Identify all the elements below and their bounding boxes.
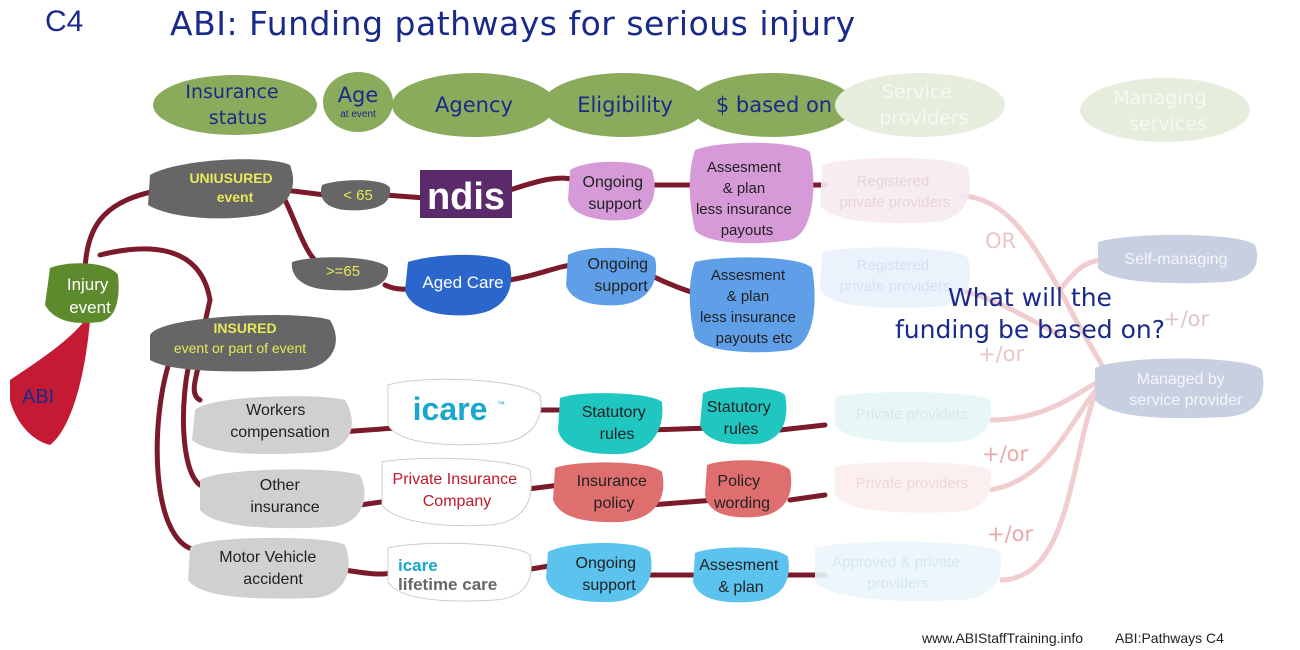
svg-text:$ based on: $ based on (716, 93, 832, 117)
workers-comp-shape (192, 396, 352, 455)
eligibility-other-shape (553, 462, 664, 523)
question-line-2: funding be based on? (895, 315, 1165, 344)
based-on-ndis-label: Assesment & plan less insurance payouts (696, 159, 796, 239)
provider-workers-label: Private providers (856, 406, 969, 423)
based-on-aged-shape (689, 257, 815, 353)
and-or-label-1: +/or (1163, 307, 1210, 331)
uninsured-label: UNIUSURED event (189, 170, 276, 205)
based-on-workers-label: Statutory rules (707, 399, 775, 438)
eligibility-motor-label: Ongoing support (576, 555, 641, 594)
provider-motor-label: Approved & private providers (832, 554, 964, 592)
other-insurance-label: Other insurance (250, 477, 319, 516)
injury-event-label: Injury event (67, 275, 113, 317)
private-insurer-shape (381, 457, 532, 527)
managed-by-provider-shape (1095, 358, 1264, 419)
header-agency (392, 73, 556, 137)
provider-ndis-shape (820, 157, 971, 224)
based-on-other-label: Policy wording (713, 473, 770, 512)
header-insurance-status (153, 75, 317, 135)
ndis-logo (420, 170, 512, 218)
based-on-workers-shape (700, 387, 787, 445)
or-label: OR (985, 229, 1016, 253)
provider-workers-shape (835, 392, 992, 443)
provider-ndis-label: Registered private providers (840, 173, 951, 211)
page-title: ABI: Funding pathways for serious injury (170, 4, 856, 43)
under-65-label: < 65 (343, 187, 373, 204)
under-65-shape (320, 180, 391, 211)
self-managing-shape (1098, 234, 1258, 284)
based-on-ndis-shape (689, 142, 814, 244)
based-on-other-shape (705, 460, 792, 518)
svg-text:Agency: Agency (435, 93, 513, 117)
over-65-shape (291, 257, 389, 291)
based-on-aged-label: Assesment & plan less insurance payouts … (700, 267, 800, 347)
eligibility-motor-shape (546, 543, 652, 603)
eligibility-aged-label: Ongoing support (588, 256, 653, 295)
insured-label: INSURED event or part of event (174, 320, 306, 356)
based-on-motor-label: Assesment & plan (699, 557, 783, 596)
eligibility-ndis-label: Ongoing support (583, 174, 648, 213)
based-on-motor-shape (693, 547, 789, 603)
managed-by-provider-label: Managed by service provider (1130, 371, 1244, 409)
icare-lifetime-bottom: lifetime care (398, 575, 497, 594)
footer-ref: ABI:Pathways C4 (1115, 630, 1224, 646)
provider-aged-label: Registered private providers (840, 257, 951, 295)
eligibility-workers-label: Statutory rules (582, 404, 650, 443)
svg-text:Managing services: Managing services (1113, 87, 1212, 135)
header-managing-services (1080, 78, 1250, 142)
other-insurance-shape (200, 469, 365, 529)
icare-tm: ™ (497, 400, 505, 409)
provider-motor-shape (815, 541, 1002, 602)
eligibility-aged-shape (566, 247, 657, 306)
aged-care-shape (405, 254, 512, 316)
abi-shape (10, 320, 90, 445)
aged-care-label: Aged Care (422, 273, 503, 292)
svg-text:Service providers: Service providers (879, 81, 968, 129)
svg-text:at event: at event (340, 109, 376, 120)
svg-text:Insurance status: Insurance status (185, 81, 284, 129)
header-service-providers (835, 73, 1005, 137)
abi-label: ABI (22, 386, 54, 408)
ndis-logo-text: ndis (427, 176, 505, 218)
eligibility-ndis-shape (568, 161, 655, 221)
uninsured-shape (148, 159, 294, 219)
insured-shape (150, 315, 336, 372)
icare-logo-shape (387, 378, 542, 446)
footer-url: www.ABIStaffTraining.info (922, 630, 1084, 646)
and-or-label-2: +/or (978, 342, 1025, 366)
and-or-label-4: +/or (987, 522, 1034, 546)
icare-lifetime-top: icare (398, 556, 438, 575)
injury-event-shape (45, 263, 119, 324)
eligibility-other-label: Insurance policy (577, 473, 652, 512)
eligibility-workers-shape (558, 393, 663, 455)
motor-vehicle-label: Motor Vehicle accident (219, 549, 320, 588)
provider-other-shape (835, 462, 992, 513)
and-or-label-3: +/or (982, 442, 1029, 466)
question-callout: What will the funding be based on? (880, 282, 1180, 346)
header-age (323, 72, 393, 132)
provider-other-label: Private providers (856, 475, 969, 492)
question-line-1: What will the (948, 283, 1112, 312)
slide-id: C4 (45, 5, 84, 38)
header-based-on (690, 73, 854, 137)
private-insurer-label: Private Insurance Company (393, 471, 522, 510)
over-65-label: >=65 (326, 263, 360, 280)
icare-logo-text: icare (413, 391, 488, 427)
providers-column: Registered private providers Registered … (815, 157, 1002, 602)
faded-connectors (959, 192, 1113, 583)
motor-vehicle-shape (188, 537, 349, 599)
svg-text:Age: Age (338, 83, 379, 107)
provider-aged-shape (820, 247, 971, 309)
svg-text:Eligibility: Eligibility (577, 93, 673, 117)
header-eligibility (542, 73, 706, 137)
icare-lifetime-shape (387, 542, 532, 602)
workers-comp-label: Workers compensation (230, 402, 330, 441)
header-row: Insurance status Age at event Agency Eli… (153, 72, 1250, 142)
self-managing-label: Self-managing (1124, 251, 1227, 268)
